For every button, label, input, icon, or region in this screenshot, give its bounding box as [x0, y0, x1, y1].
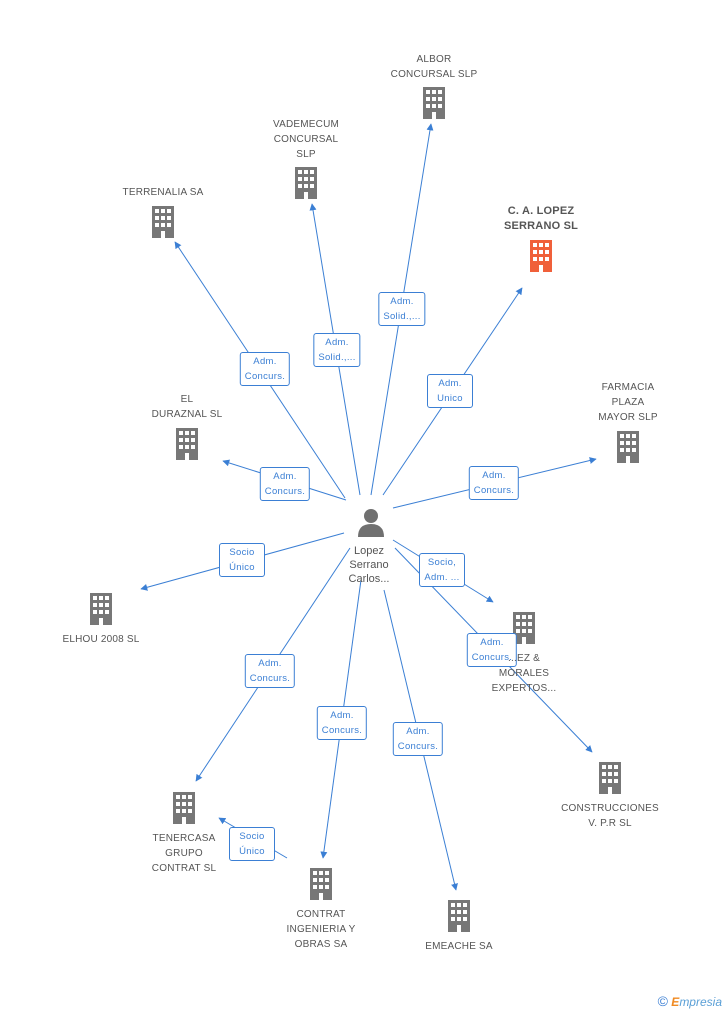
edge-label[interactable]: Adm. Concurs.	[316, 706, 368, 740]
building-icon[interactable]	[152, 206, 174, 238]
edges-layer	[140, 123, 597, 891]
company-label-calopez[interactable]: C. A. LOPEZ SERRANO SL	[503, 205, 579, 232]
edge-label[interactable]: Adm. Concurs.	[392, 722, 444, 756]
building-icon[interactable]	[617, 431, 639, 463]
edge-label[interactable]: Socio Único	[219, 543, 265, 577]
person-label[interactable]: Lopez Serrano Carlos...	[348, 545, 390, 585]
building-icon[interactable]	[448, 900, 470, 932]
edge-label[interactable]: Adm. Solid.,...	[313, 333, 361, 367]
edge-label[interactable]: Adm. Concurs.	[244, 654, 296, 688]
edge-label[interactable]: Adm. Concurs.	[239, 352, 291, 386]
building-icon[interactable]	[295, 167, 317, 199]
company-label-tenercasa[interactable]: TENERCASA GRUPO CONTRAT SL	[151, 833, 217, 874]
building-icon[interactable]	[423, 87, 445, 119]
company-label-construcciones[interactable]: CONSTRUCCIONES V. P.R SL	[561, 803, 659, 829]
company-label-emeache[interactable]: EMEACHE SA	[425, 941, 493, 952]
company-label-albor[interactable]: ALBOR CONCURSAL SLP	[390, 54, 478, 80]
company-label-morales[interactable]: ...EZ & MORALES EXPERTOS...	[491, 653, 557, 694]
edge-label[interactable]: Adm. Concurs.	[259, 467, 311, 501]
edge-label[interactable]: Socio, Adm. ...	[419, 553, 465, 587]
building-icon[interactable]	[310, 868, 332, 900]
edge-label[interactable]: Adm. Solid.,...	[378, 292, 426, 326]
person-node[interactable]	[358, 509, 384, 537]
company-label-vademecum[interactable]: VADEMECUM CONCURSAL SLP	[272, 119, 340, 160]
building-icon[interactable]	[173, 792, 195, 824]
company-label-duraznal[interactable]: EL DURAZNAL SL	[151, 394, 223, 420]
empresia-logo[interactable]: © Empresia	[657, 993, 722, 1009]
edge-label[interactable]: Adm. Unico	[427, 374, 473, 408]
edge-label[interactable]: Adm. Concurs.	[468, 466, 520, 500]
building-icon[interactable]	[90, 593, 112, 625]
edge-label[interactable]: Adm. Concurs.	[466, 633, 518, 667]
company-label-farmacia[interactable]: FARMACIA PLAZA MAYOR SLP	[598, 382, 658, 423]
company-label-contrat[interactable]: CONTRAT INGENIERIA Y OBRAS SA	[286, 909, 356, 950]
person-icon	[358, 509, 384, 537]
building-icon[interactable]	[176, 428, 198, 460]
copyright-icon: ©	[657, 993, 668, 1009]
building-icon[interactable]	[530, 240, 552, 272]
company-label-terrenalia[interactable]: TERRENALIA SA	[122, 187, 204, 198]
edge-label[interactable]: Socio Único	[229, 827, 275, 861]
building-icon[interactable]	[599, 762, 621, 794]
company-label-elhou[interactable]: ELHOU 2008 SL	[62, 634, 140, 645]
